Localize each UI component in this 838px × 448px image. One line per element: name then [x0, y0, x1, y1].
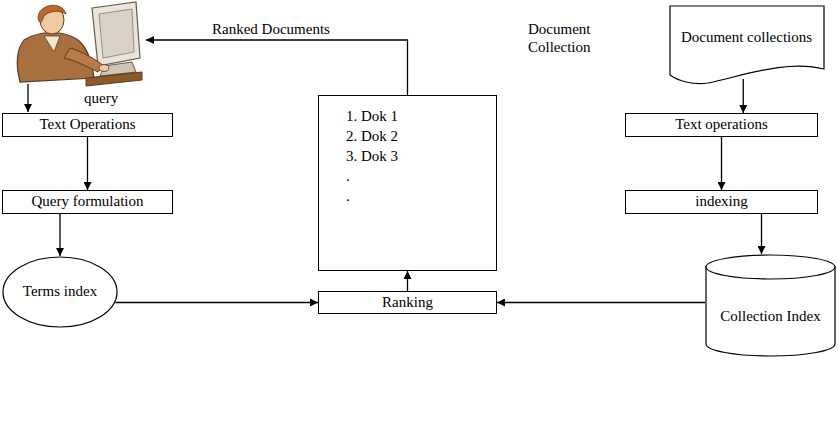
text-label: Ranked Documents — [212, 20, 330, 38]
query-arrow — [27, 84, 28, 112]
return-arrow — [146, 40, 408, 95]
flow-arrow — [59, 214, 60, 256]
node-text: Document collections — [681, 29, 812, 46]
process-box: indexing — [625, 190, 818, 214]
flow-arrow — [721, 137, 722, 190]
database-cylinder-outline — [705, 254, 836, 356]
process-box: Text operations — [625, 113, 818, 137]
node-text: 1. Dok 1 — [319, 106, 496, 126]
node-text: indexing — [695, 193, 748, 210]
node-text: Collection Index — [720, 308, 820, 325]
flow-arrow — [87, 137, 88, 190]
flow-arrow — [115, 302, 318, 303]
node-text: . — [319, 166, 496, 186]
node-text: Text operations — [675, 116, 768, 133]
ranked-list-box: 1. Dok 12. Dok 23. Dok 3.. — [318, 95, 497, 271]
document-shape: Document collections — [669, 5, 825, 85]
text-label: Document Collection — [528, 20, 618, 56]
node-text: Ranking — [382, 294, 433, 311]
process-box: Query formulation — [2, 190, 173, 214]
node-text: Terms index — [23, 283, 97, 300]
flow-arrow — [743, 79, 744, 113]
node-text: 3. Dok 3 — [319, 146, 496, 166]
flow-arrow — [407, 271, 408, 291]
database-cylinder: Collection Index — [705, 254, 836, 356]
text-label: query — [84, 89, 118, 107]
process-box: Text Operations — [2, 113, 173, 137]
node-text: Query formulation — [31, 193, 143, 210]
node-text: Text Operations — [39, 116, 135, 133]
flow-arrow — [497, 302, 705, 303]
flow-arrow — [761, 214, 762, 254]
node-text: . — [319, 186, 496, 206]
user-at-computer — [17, 2, 142, 86]
process-box: Ranking — [318, 291, 497, 314]
node-text: 2. Dok 2 — [319, 126, 496, 146]
index-ellipse: Terms index — [2, 256, 118, 328]
